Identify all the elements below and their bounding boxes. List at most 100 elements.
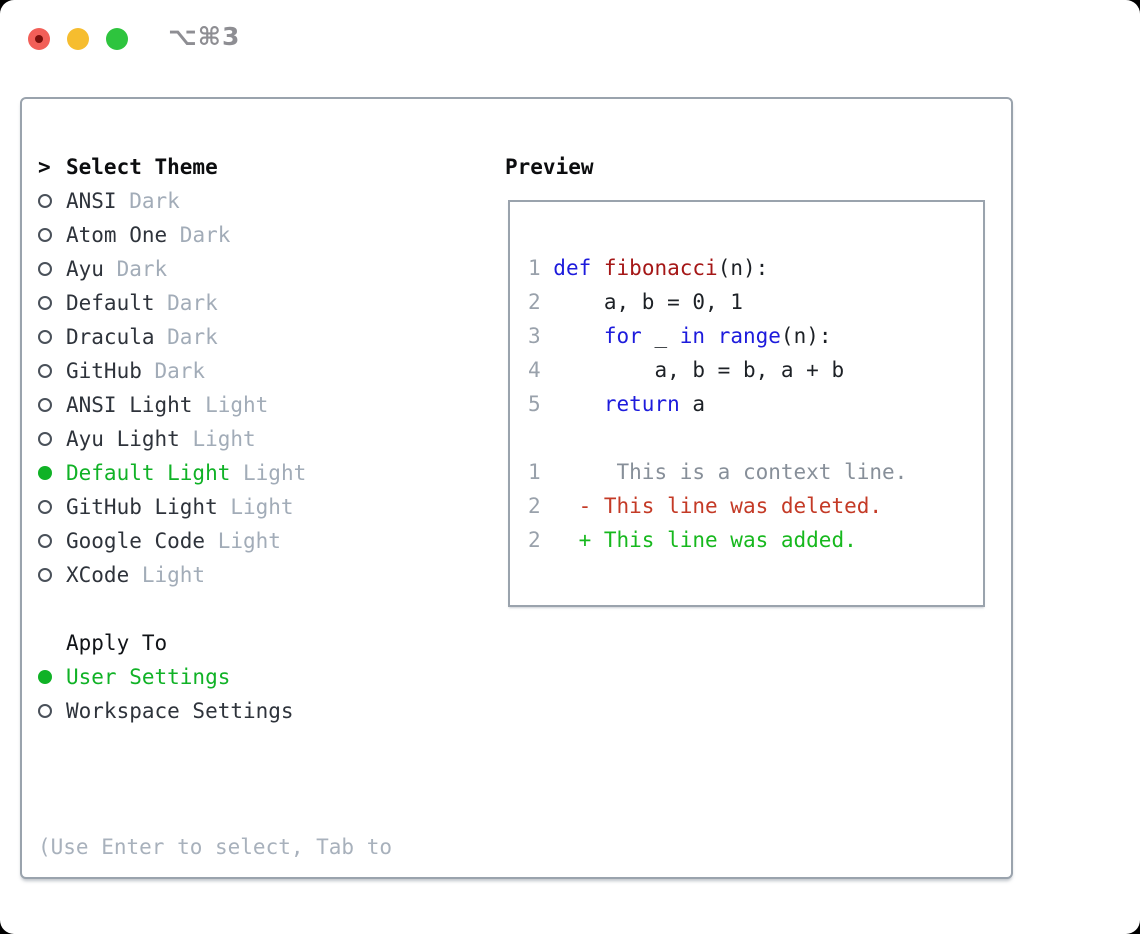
theme-variant: Dark <box>179 223 231 247</box>
prompt-arrow-icon: > <box>38 155 51 179</box>
code-token: (n): <box>780 324 832 348</box>
diff-context-line: 1 This is a context line. <box>528 455 907 489</box>
theme-name: Default <box>66 291 155 315</box>
theme-name: Dracula <box>66 325 155 349</box>
line-number: 2 <box>528 290 541 314</box>
theme-variant: Light <box>192 427 256 451</box>
radio-unselected-icon <box>38 364 52 378</box>
theme-option-google-code-light[interactable]: Google Code Light <box>38 524 392 558</box>
theme-option-ansi-dark[interactable]: ANSI Dark <box>38 184 392 218</box>
theme-option-ayu-dark[interactable]: Ayu Dark <box>38 252 392 286</box>
theme-option-default-light[interactable]: Default Light Light <box>38 456 392 490</box>
code-line: 4 a, b = b, a + b <box>528 353 907 387</box>
diff-deleted-text: - This line was deleted. <box>540 494 883 518</box>
theme-variant: Light <box>217 529 281 553</box>
code-token: def <box>553 256 592 280</box>
code-token: a, b = b, a + b <box>540 358 845 382</box>
apply-option-label-selected: User Settings <box>66 665 231 689</box>
code-line: 1 def fibonacci(n): <box>528 251 907 285</box>
theme-option-ayu-light[interactable]: Ayu Light Light <box>38 422 392 456</box>
radio-unselected-icon <box>38 330 52 344</box>
radio-unselected-icon <box>38 296 52 310</box>
code-token: a <box>679 392 706 416</box>
theme-name: ANSI Light <box>66 393 193 417</box>
theme-name: GitHub Light <box>66 495 218 519</box>
radio-unselected-icon <box>38 432 52 446</box>
theme-option-xcode-light[interactable]: XCode Light <box>38 558 392 592</box>
theme-variant: Dark <box>154 359 206 383</box>
theme-name: ANSI <box>66 189 117 213</box>
close-button[interactable] <box>28 28 50 50</box>
theme-option-ansi-light[interactable]: ANSI Light Light <box>38 388 392 422</box>
theme-variant: Light <box>230 495 294 519</box>
apply-option-user-settings[interactable]: User Settings <box>38 660 392 694</box>
code-token: (n): <box>717 256 769 280</box>
theme-name: Google Code <box>66 529 206 553</box>
radio-unselected-icon <box>38 534 52 548</box>
keyboard-hint-line1: (Use Enter to select, Tab to <box>38 835 393 859</box>
theme-option-atom-one-dark[interactable]: Atom One Dark <box>38 218 392 252</box>
keyboard-hint: (Use Enter to select, Tab to change focu… <box>38 762 392 934</box>
radio-unselected-icon <box>38 568 52 582</box>
code-line: 5 return a <box>528 387 907 421</box>
code-token: for <box>603 324 642 348</box>
minimize-button[interactable] <box>67 28 89 50</box>
code-token: fibonacci <box>603 256 718 280</box>
line-number: 2 <box>528 528 541 552</box>
apply-option-label: Workspace Settings <box>66 699 294 723</box>
code-token: in <box>679 324 706 348</box>
radio-selected-icon <box>38 466 52 480</box>
zoom-button[interactable] <box>106 28 128 50</box>
theme-list-header: > Select Theme <box>38 150 392 184</box>
apply-to-title: Apply To <box>66 631 168 655</box>
radio-unselected-icon <box>38 194 52 208</box>
spacer <box>38 592 392 626</box>
code-token: range <box>717 324 781 348</box>
line-number: 1 <box>528 460 541 484</box>
radio-unselected-icon <box>38 704 52 718</box>
diff-added-line: 2 + This line was added. <box>528 523 907 557</box>
code-blank-line <box>528 421 907 455</box>
code-line: 3 for _ in range(n): <box>528 319 907 353</box>
apply-option-workspace-settings[interactable]: Workspace Settings <box>38 694 392 728</box>
line-number: 1 <box>528 256 554 280</box>
theme-variant: Dark <box>129 189 180 213</box>
theme-name: GitHub <box>66 359 142 383</box>
theme-name: Ayu Light <box>66 427 180 451</box>
window-title: ⌥⌘3 <box>168 22 241 51</box>
preview-box: 1 def fibonacci(n): 2 a, b = 0, 1 3 for … <box>508 200 985 607</box>
line-number: 2 <box>528 494 541 518</box>
code-token: a, b = 0, 1 <box>540 290 743 314</box>
theme-option-dracula-dark[interactable]: Dracula Dark <box>38 320 392 354</box>
line-number: 5 <box>528 392 541 416</box>
theme-name: XCode <box>66 563 130 587</box>
theme-list-title: Select Theme <box>66 155 218 179</box>
line-number: 3 <box>528 324 541 348</box>
radio-unselected-icon <box>38 228 52 242</box>
diff-added-text: + This line was added. <box>540 528 857 552</box>
diff-deleted-line: 2 - This line was deleted. <box>528 489 907 523</box>
theme-name: Atom One <box>66 223 168 247</box>
theme-option-github-light[interactable]: GitHub Light Light <box>38 490 392 524</box>
theme-name: Ayu <box>66 257 104 281</box>
line-number: 4 <box>528 358 541 382</box>
theme-variant: Dark <box>167 291 218 315</box>
theme-picker-panel: > Select Theme ANSI Dark Atom One Dark A… <box>20 97 1013 879</box>
theme-variant: Light <box>205 393 269 417</box>
theme-option-github-dark[interactable]: GitHub Dark <box>38 354 392 388</box>
code-preview: 1 def fibonacci(n): 2 a, b = 0, 1 3 for … <box>528 251 907 557</box>
apply-to-header: Apply To <box>38 626 392 660</box>
theme-name-selected: Default Light <box>66 461 231 485</box>
preview-title: Preview <box>505 155 594 179</box>
radio-unselected-icon <box>38 500 52 514</box>
theme-option-default-dark[interactable]: Default Dark <box>38 286 392 320</box>
titlebar: ⌥⌘3 <box>0 0 1140 72</box>
spacer <box>38 728 392 762</box>
theme-variant: Light <box>141 563 206 587</box>
code-token: return <box>603 392 680 416</box>
radio-unselected-icon <box>38 398 52 412</box>
code-token <box>591 256 604 280</box>
theme-variant: Light <box>243 461 307 485</box>
